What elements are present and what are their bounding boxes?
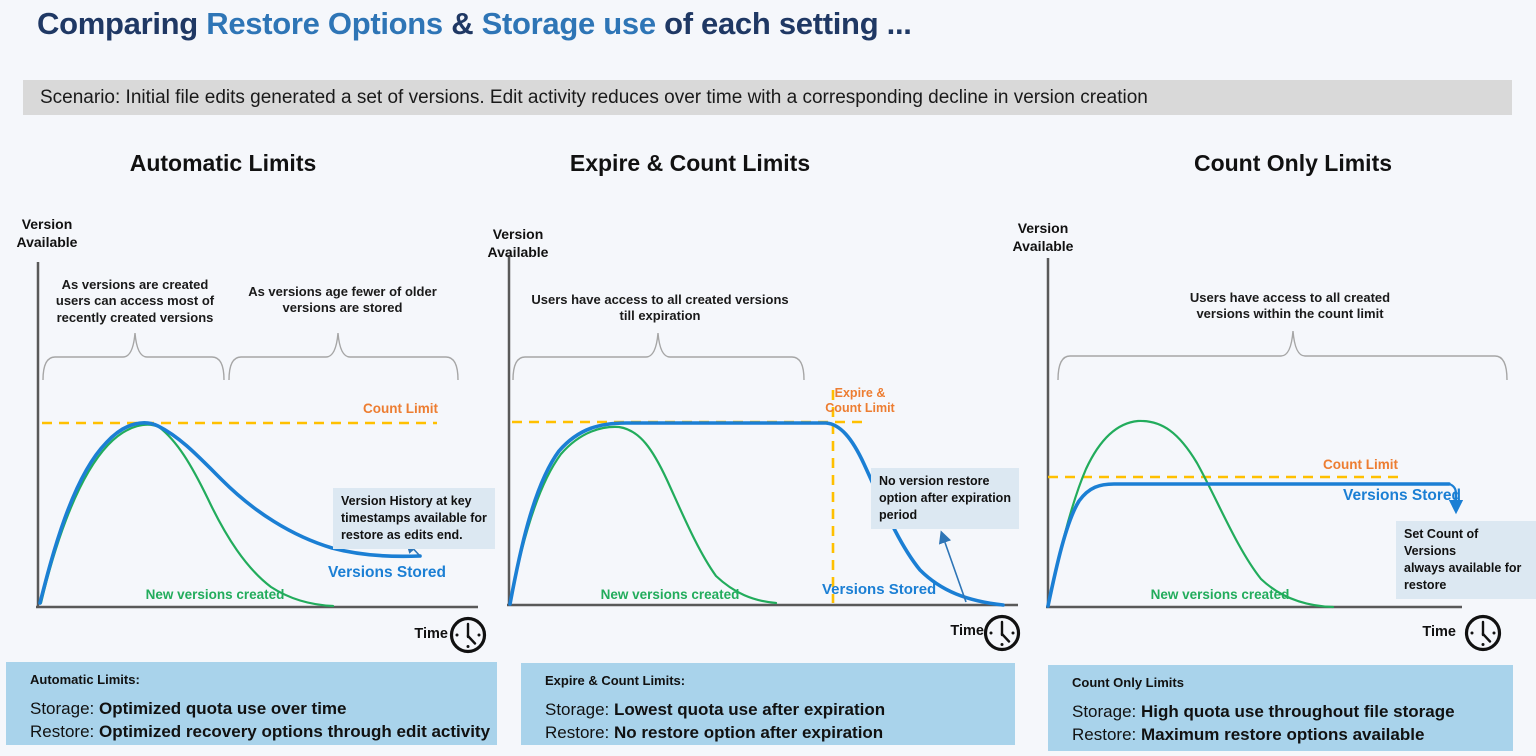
brace-note: Users have access to all created version… [1189, 290, 1391, 322]
title-segment: & [442, 6, 482, 41]
summary-heading: Expire & Count Limits: [545, 673, 686, 688]
brace-right [228, 332, 459, 381]
summary-restore-label: Restore: [1072, 725, 1141, 744]
callout-arrow [1448, 482, 1464, 515]
summary-restore-value: No restore option after expiration [613, 723, 884, 742]
chart-title-expire-count: Expire & Count Limits [569, 150, 811, 176]
page-title: Comparing Restore Options & Storage use … [37, 6, 912, 42]
summary-automatic: Automatic Limits: Storage: Optimized quo… [6, 662, 497, 745]
summary-storage-value: Optimized quota use over time [99, 699, 347, 718]
summary-storage-row: Storage: Optimized quota use over time [30, 697, 497, 720]
summary-storage-label: Storage: [30, 699, 99, 718]
count-limit-label: Count Limit [1323, 457, 1398, 472]
callout-version-history: Version History at key timestamps availa… [333, 488, 495, 549]
clock-icon [449, 616, 487, 654]
chart-title-automatic: Automatic Limits [129, 150, 317, 176]
callout-no-restore: No version restore option after expirati… [871, 468, 1019, 529]
brace [512, 332, 805, 381]
summary-storage-row: Storage: High quota use throughout file … [1072, 700, 1513, 723]
title-segment: Comparing [37, 6, 207, 41]
new-versions-created-curve [1046, 419, 1335, 609]
brace-note: As versions are created users can access… [55, 277, 215, 325]
axes [1046, 258, 1462, 609]
chart-count-only-graphics [1046, 258, 1508, 652]
summary-storage-row: Storage: Lowest quota use after expirati… [545, 698, 1015, 721]
brace-note: As versions age fewer of older versions … [248, 284, 437, 316]
count-limit-label: Count Limit [363, 401, 438, 416]
y-axis-label: Version Available [1012, 220, 1074, 254]
title-segment-accent: Storage use [481, 6, 656, 41]
summary-count-only: Count Only Limits Storage: High quota us… [1048, 665, 1513, 751]
summary-expire-count: Expire & Count Limits: Storage: Lowest q… [521, 663, 1015, 745]
new-versions-created-curve [39, 423, 335, 608]
summary-storage-label: Storage: [1072, 702, 1141, 721]
versions-stored-curve [38, 421, 422, 605]
scenario-banner: Scenario: Initial file edits generated a… [23, 80, 1512, 115]
clock-icon [1464, 614, 1502, 652]
summary-storage-value: High quota use throughout file storage [1141, 702, 1455, 721]
brace [1057, 330, 1508, 381]
created-series-label: New versions created [1150, 587, 1290, 602]
summary-heading: Automatic Limits: [30, 672, 140, 687]
chart-title-count-only: Count Only Limits [1193, 150, 1393, 176]
callout-set-count: Set Count of Versions always available f… [1396, 521, 1536, 599]
x-axis-label-time: Time [1422, 624, 1456, 640]
x-axis-label-time: Time [414, 626, 448, 642]
chart-expire-count-graphics [507, 255, 1021, 652]
versions-stored-curve [1046, 482, 1451, 608]
summary-storage-value: Lowest quota use after expiration [614, 700, 886, 719]
chart-automatic-graphics [36, 262, 487, 654]
brace-left [42, 332, 225, 381]
stored-series-label: Versions Stored [822, 581, 937, 598]
stored-series-label: Versions Stored [1343, 487, 1462, 504]
expire-count-limit-label: Expire & Count Limit [825, 386, 895, 415]
summary-restore-row: Restore: Optimized recovery options thro… [30, 720, 497, 743]
title-segment-accent: Restore Options [206, 6, 443, 41]
y-axis-label: Version Available [487, 226, 549, 260]
created-series-label: New versions created [145, 587, 285, 602]
title-segment: of each setting ... [655, 6, 912, 41]
axes [36, 262, 478, 609]
summary-storage-label: Storage: [545, 700, 614, 719]
summary-restore-label: Restore: [30, 722, 99, 741]
summary-restore-value: Maximum restore options available [1140, 725, 1425, 744]
summary-heading: Count Only Limits [1072, 675, 1184, 690]
new-versions-created-curve [508, 425, 778, 606]
clock-icon [983, 614, 1021, 652]
axes [507, 255, 1018, 607]
y-axis-label: Version Available [16, 216, 78, 250]
versions-stored-curve [508, 421, 1005, 607]
brace-note: Users have access to all created version… [531, 292, 789, 324]
summary-restore-value: Optimized recovery options through edit … [98, 722, 491, 741]
created-series-label: New versions created [600, 587, 740, 602]
summary-restore-row: Restore: Maximum restore options availab… [1072, 723, 1513, 746]
summary-restore-label: Restore: [545, 723, 614, 742]
stored-series-label: Versions Stored [328, 564, 447, 581]
summary-restore-row: Restore: No restore option after expirat… [545, 721, 1015, 744]
callout-arrow [938, 530, 967, 603]
x-axis-label-time: Time [950, 623, 984, 639]
